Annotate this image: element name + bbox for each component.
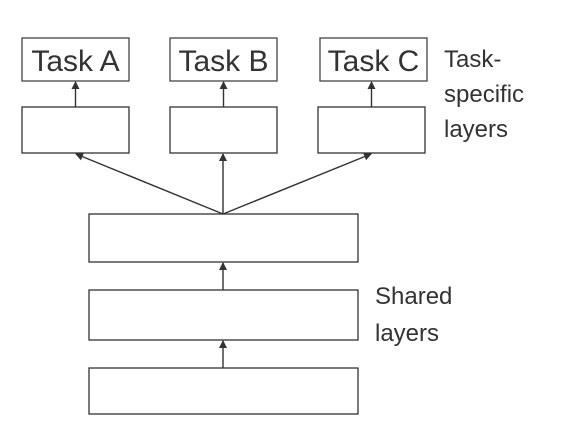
- task-specific-layer-c: [317, 106, 426, 154]
- task-specific-layer-b: [169, 106, 278, 154]
- arrow-shared-to-layer-a: [75, 152, 224, 215]
- task-specific-layer-a: [21, 106, 130, 154]
- task-specific-label-line-3: layers: [444, 116, 508, 143]
- task-c-node: Task C: [319, 37, 428, 82]
- task-a-label: Task A: [31, 45, 119, 78]
- shared-layer-top: [88, 213, 359, 263]
- task-a-box: [21, 37, 130, 82]
- task-b-label: Task B: [178, 45, 268, 78]
- task-c-label: Task C: [328, 45, 420, 78]
- shared-layer-middle: [88, 289, 359, 341]
- task-c-box: [319, 37, 428, 82]
- task-specific-label-line-2: specific: [444, 81, 524, 108]
- shared-layers-label: Shared layers: [375, 283, 452, 347]
- arrow-shared-to-layer-c: [222, 152, 372, 215]
- task-b-node: Task B: [169, 37, 278, 82]
- task-a-node: Task A: [21, 37, 130, 82]
- shared-label-line-1: Shared: [375, 283, 452, 310]
- task-b-box: [169, 37, 278, 82]
- shared-layer-bottom: [88, 367, 359, 415]
- task-specific-layers-label: Task- specific layers: [444, 46, 524, 143]
- task-specific-label-line-1: Task-: [444, 46, 501, 73]
- shared-label-line-2: layers: [375, 320, 439, 347]
